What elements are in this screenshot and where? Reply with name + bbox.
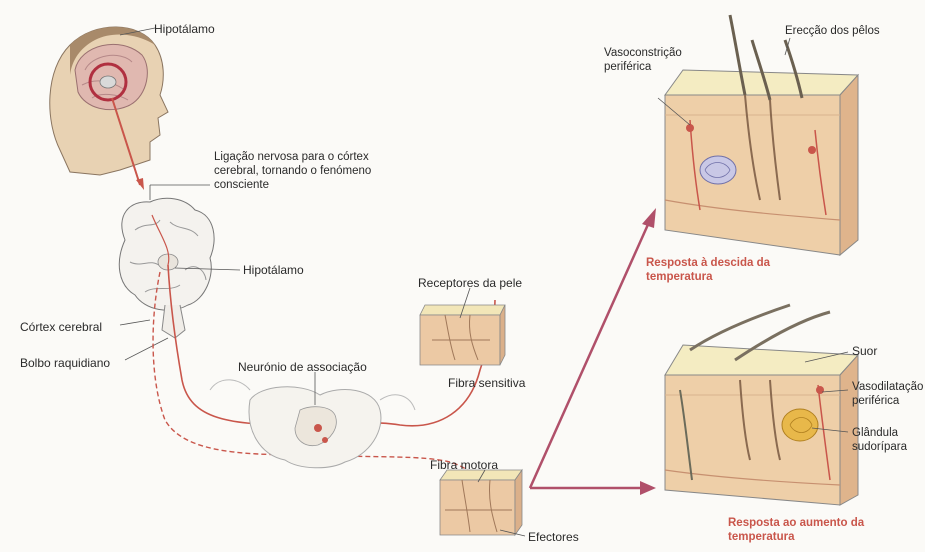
- effector-block: [440, 470, 525, 536]
- response-arrows: [530, 208, 656, 495]
- label-resposta-aumento: Resposta ao aumento da temperatura: [728, 516, 878, 544]
- label-bolbo-raquidiano: Bolbo raquidiano: [20, 356, 110, 370]
- brain-cross-section: [119, 185, 240, 360]
- label-fibra-sensitiva: Fibra sensitiva: [448, 376, 525, 390]
- label-glandula-sudoripara: Glândula sudorípara: [852, 426, 922, 454]
- label-cortex-cerebral: Córtex cerebral: [20, 320, 102, 334]
- label-hipotalamo-mid: Hipotálamo: [243, 263, 304, 277]
- label-fibra-motora: Fibra motora: [430, 458, 498, 472]
- label-receptores-pele: Receptores da pele: [418, 276, 522, 290]
- label-neuronio-associacao: Neurónio de associação: [238, 360, 367, 374]
- label-vasodilatacao: Vasodilatação periférica: [852, 380, 924, 408]
- label-suor: Suor: [852, 344, 877, 358]
- label-vasoconstricao: Vasoconstrição periférica: [604, 46, 704, 74]
- label-ligacao-nervosa: Ligação nervosa para o córtex cerebral, …: [214, 150, 409, 192]
- label-erecao-pelos: Erecção dos pêlos: [785, 24, 880, 38]
- skin-block-heat: [665, 305, 858, 505]
- head-illustration: [50, 27, 168, 175]
- skin-receptor-block: [420, 288, 505, 365]
- label-resposta-descida: Resposta à descida da temperatura: [646, 256, 796, 284]
- label-efectores: Efectores: [528, 530, 579, 544]
- label-hipotalamo-top: Hipotálamo: [154, 22, 215, 36]
